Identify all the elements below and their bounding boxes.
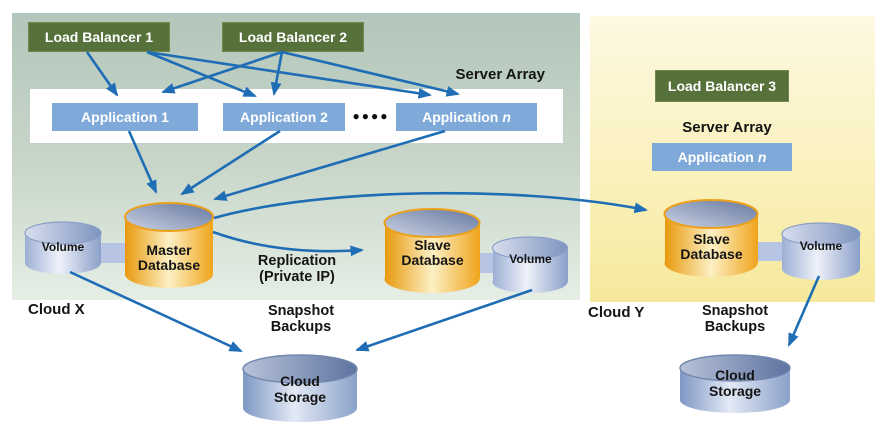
ellipsis-dots: ●●●● — [352, 109, 390, 123]
master-database-label: Master Database — [137, 242, 201, 273]
cloud-storage-label-cloud-y: Cloud Storage — [708, 367, 762, 399]
application-n-text: Application — [677, 149, 754, 165]
slave-database-label-cloud-y: Slave Database — [680, 231, 743, 262]
server-array-label-cloud-x: Server Array — [455, 66, 545, 83]
volume-label-cloud-y: Volume — [799, 239, 843, 253]
server-array-label-cloud-y: Server Array — [682, 119, 772, 136]
load-balancer-2-box: Load Balancer 2 — [222, 22, 364, 52]
volume-label-right-cloud-x: Volume — [509, 252, 552, 266]
application-2-box: Application 2 — [223, 103, 345, 131]
cloud-x-label: Cloud X — [28, 301, 85, 318]
application-n-italic-suffix: n — [502, 109, 511, 125]
snapshot-backups-label-cloud-y: Snapshot Backups — [701, 303, 769, 335]
application-n-text: Application — [422, 109, 499, 125]
load-balancer-1-box: Load Balancer 1 — [28, 22, 170, 52]
cloud-y-label: Cloud Y — [588, 304, 645, 321]
slave-database-label-cloud-x: Slave Database — [401, 237, 464, 268]
application-n-box-cloud-x: Application n — [396, 103, 537, 131]
volume-label-left-cloud-x: Volume — [41, 240, 85, 254]
load-balancer-3-box: Load Balancer 3 — [655, 70, 789, 102]
cloud-storage-label-cloud-x: Cloud Storage — [273, 373, 327, 405]
replication-private-ip-label: Replication (Private IP) — [257, 253, 337, 285]
application-n-box-cloud-y: Application n — [652, 143, 792, 171]
application-1-box: Application 1 — [52, 103, 198, 131]
snapshot-backups-label-cloud-x: Snapshot Backups — [267, 303, 335, 335]
application-n-italic-suffix: n — [757, 149, 767, 165]
